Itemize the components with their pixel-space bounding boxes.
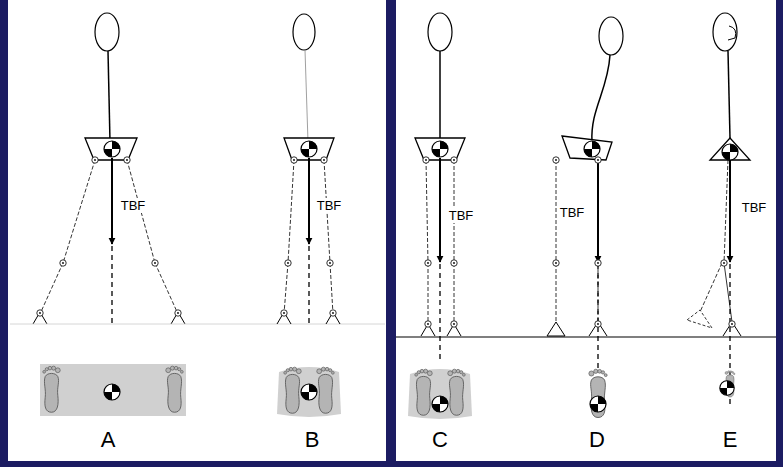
figure-letter: C (432, 429, 448, 451)
figure-letter: D (589, 429, 605, 451)
force-label: TBF (315, 198, 344, 213)
force-label: TBF (558, 205, 587, 220)
force-label: TBF (740, 200, 769, 215)
figure-letter: A (101, 429, 116, 451)
figure-letter: E (723, 429, 738, 451)
force-label: TBF (447, 208, 476, 223)
figure-letter: B (305, 429, 320, 451)
force-label: TBF (119, 198, 148, 213)
